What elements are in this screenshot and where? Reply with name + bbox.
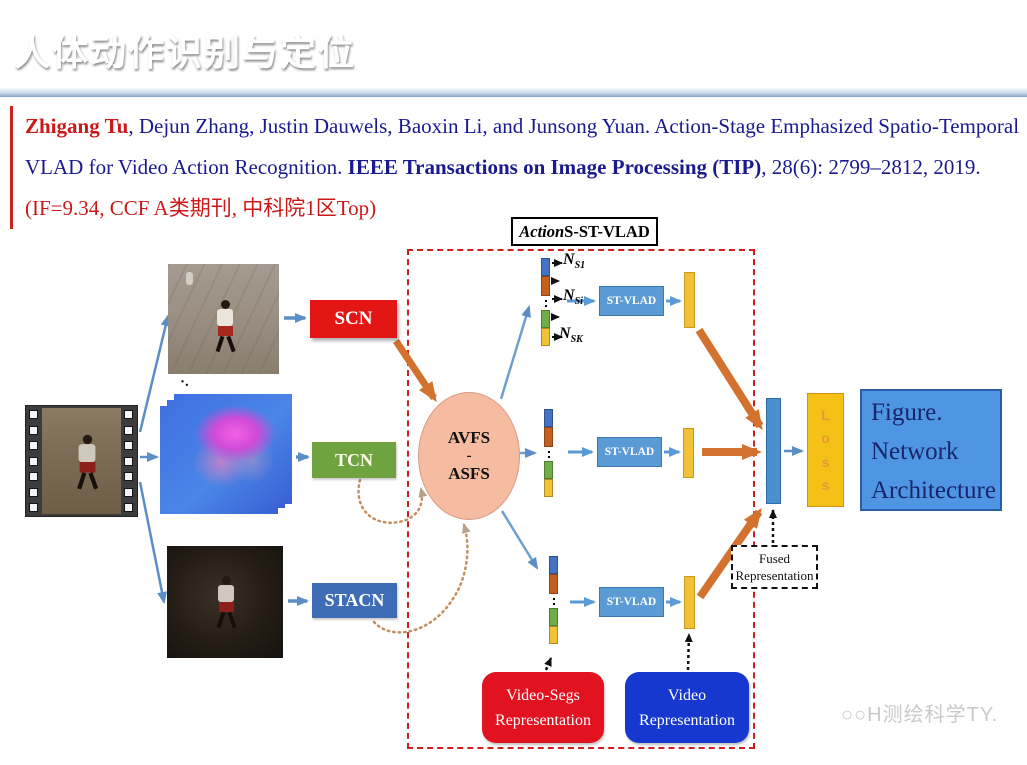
scn-box: SCN bbox=[310, 300, 397, 338]
input-video-filmstrip bbox=[25, 405, 138, 517]
attention-frame-image bbox=[167, 546, 283, 658]
filmstrip-sprockets-left bbox=[29, 410, 39, 512]
avfs-label: AVFS bbox=[447, 428, 491, 447]
slide-header: 人体动作识别与定位 bbox=[0, 0, 1027, 88]
player-figure bbox=[71, 434, 103, 490]
figure-caption-line3: Architecture bbox=[871, 477, 996, 504]
header-divider-stripe bbox=[0, 88, 1027, 97]
loss-box: L o s s bbox=[807, 393, 844, 507]
fused-representation-label: Fused Representation bbox=[731, 545, 818, 589]
avfs-asfs-dash: - bbox=[466, 448, 472, 464]
st-vlad-box-1: ST-VLAD bbox=[599, 286, 664, 316]
fused-representation-bar bbox=[766, 398, 781, 504]
encoding-bar-1 bbox=[684, 272, 695, 328]
citation-authors-title: , Dejun Zhang, Justin Dauwels, Baoxin Li… bbox=[25, 114, 1020, 179]
rgb-frame-image bbox=[168, 264, 279, 374]
video-representation-box: Video Representation bbox=[625, 672, 749, 743]
watermark: ○○H测绘科学TY. bbox=[841, 704, 999, 726]
citation-first-author: Zhigang Tu bbox=[25, 114, 129, 138]
diagram-title-rest: S-ST-VLAD bbox=[564, 221, 650, 241]
feature-label-nsk: NSK bbox=[559, 325, 583, 346]
filmstrip-sprockets-right bbox=[124, 410, 134, 512]
citation-impact-note: (IF=9.34, CCF A类期刊, 中科院1区Top) bbox=[25, 196, 377, 220]
avfs-asfs-ellipse: AVFS - ASFS bbox=[418, 392, 520, 520]
encoding-bar-3 bbox=[684, 576, 695, 629]
st-vlad-box-3: ST-VLAD bbox=[599, 587, 664, 617]
diagram-title-box: ActionS-ST-VLAD bbox=[511, 217, 658, 246]
player-figure bbox=[211, 576, 241, 629]
video-segs-representation-box: Video-Segs Representation bbox=[482, 672, 604, 743]
tcn-box: TCN bbox=[312, 442, 396, 478]
citation-venue: IEEE Transactions on Image Processing (T… bbox=[347, 155, 762, 179]
figure-caption-line1: Figure. bbox=[871, 399, 943, 426]
segment-feature-bar-1 bbox=[541, 258, 550, 346]
filmstrip-frame-image bbox=[42, 408, 121, 514]
feature-label-ns1: NS1 bbox=[563, 251, 586, 272]
stacn-box: STACN bbox=[312, 583, 397, 618]
optical-flow-image bbox=[174, 394, 292, 504]
segment-feature-bar-3 bbox=[549, 556, 558, 644]
figure-caption-line2: Network bbox=[871, 438, 959, 465]
segment-feature-bar-2 bbox=[544, 409, 553, 497]
st-vlad-box-2: ST-VLAD bbox=[597, 437, 662, 467]
background-person bbox=[186, 272, 193, 285]
citation-pages-year: , 28(6): 2799–2812, 2019. bbox=[761, 155, 981, 179]
asfs-label: ASFS bbox=[448, 464, 490, 483]
encoding-bar-2 bbox=[683, 428, 694, 478]
figure-caption-box: Figure. Network Architecture bbox=[860, 389, 1002, 511]
feature-label-nsi: NSi bbox=[563, 287, 583, 308]
player-figure bbox=[210, 300, 240, 353]
citation-paragraph: Zhigang Tu, Dejun Zhang, Justin Dauwels,… bbox=[10, 106, 1025, 229]
page-title: 人体动作识别与定位 bbox=[14, 32, 357, 73]
frames-ellipsis: ·. bbox=[180, 374, 189, 390]
diagram-title-italic: Action bbox=[519, 221, 565, 241]
